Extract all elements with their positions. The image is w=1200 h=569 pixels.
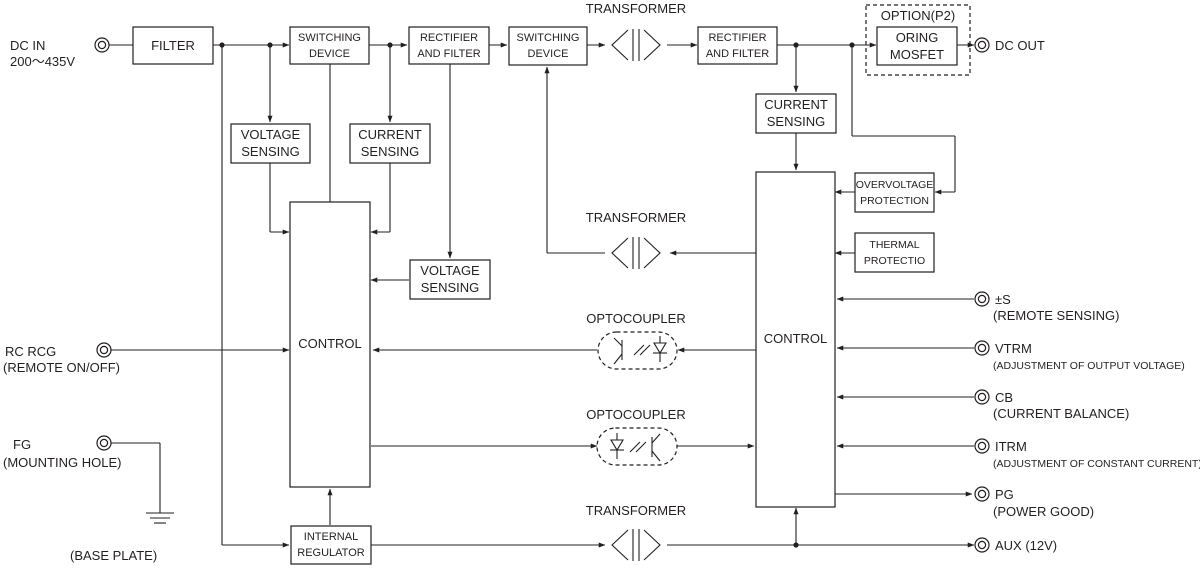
control-primary-block: CONTROL bbox=[289, 201, 371, 488]
dc-out-terminal: DC OUT bbox=[974, 37, 1045, 53]
vtrm-terminal: VTRM (ADJUSTMENT OF OUTPUT VOLTAGE) bbox=[974, 340, 1185, 372]
svg-text:(ADJUSTMENT OF OUTPUT VOLTAGE): (ADJUSTMENT OF OUTPUT VOLTAGE) bbox=[993, 360, 1185, 372]
transformer-bottom-symbol: TRANSFORMER bbox=[586, 503, 686, 561]
svg-text:(POWER GOOD): (POWER GOOD) bbox=[993, 504, 1094, 519]
switching-device-secondary-block: SWITCHING DEVICE bbox=[508, 26, 588, 66]
svg-text:200～435V: 200～435V bbox=[10, 54, 75, 69]
svg-text:SWITCHING: SWITCHING bbox=[517, 32, 580, 44]
svg-text:RC RCG: RC RCG bbox=[5, 344, 56, 359]
svg-text:ITRM: ITRM bbox=[995, 439, 1027, 454]
svg-text:(CURRENT BALANCE): (CURRENT BALANCE) bbox=[993, 406, 1129, 421]
thermal-protection-block: THERMAL PROTECTIO bbox=[854, 232, 935, 273]
ground-symbol: (BASE PLATE) bbox=[70, 548, 157, 563]
transformer-mid-symbol: TRANSFORMER bbox=[586, 210, 686, 269]
svg-text:DEVICE: DEVICE bbox=[309, 48, 350, 60]
optocoupler-2-symbol: OPTOCOUPLER bbox=[586, 407, 686, 466]
transformer-bottom-label: TRANSFORMER bbox=[586, 503, 686, 518]
optocoupler-2-label: OPTOCOUPLER bbox=[586, 407, 685, 422]
optocoupler-1-label: OPTOCOUPLER bbox=[586, 311, 685, 326]
svg-text:(REMOTE ON/OFF): (REMOTE ON/OFF) bbox=[3, 360, 120, 375]
wiring bbox=[109, 42, 975, 548]
itrm-terminal: ITRM (ADJUSTMENT OF CONSTANT CURRENT) bbox=[974, 438, 1200, 470]
svg-text:SENSING: SENSING bbox=[241, 144, 300, 159]
current-sensing-block-2: CURRENT SENSING bbox=[755, 93, 837, 134]
cb-terminal: CB (CURRENT BALANCE) bbox=[974, 389, 1129, 421]
rc-remote-terminal: RC RCG (REMOTE ON/OFF) bbox=[3, 342, 120, 375]
voltage-sensing-block-2: VOLTAGE SENSING bbox=[409, 259, 491, 300]
transformer-top-symbol: TRANSFORMER bbox=[586, 1, 686, 61]
svg-text:VOLTAGE: VOLTAGE bbox=[241, 127, 301, 142]
svg-text:OPTION(P2): OPTION(P2) bbox=[881, 8, 955, 23]
overvoltage-protection-block: OVERVOLTAGE PROTECTION bbox=[854, 172, 935, 213]
optocoupler-1-symbol: OPTOCOUPLER bbox=[586, 311, 686, 370]
base-plate-label: (BASE PLATE) bbox=[70, 548, 157, 563]
svg-text:DC OUT: DC OUT bbox=[995, 38, 1045, 53]
control-secondary-block: CONTROL bbox=[755, 171, 836, 508]
rectifier-filter-secondary-block: RECTIFIER AND FILTER bbox=[697, 26, 778, 65]
svg-text:MOSFET: MOSFET bbox=[890, 47, 944, 62]
svg-text:(MOUNTING HOLE): (MOUNTING HOLE) bbox=[3, 455, 121, 470]
filter-block: FILTER bbox=[132, 26, 214, 65]
remote-sensing-terminal: ±S (REMOTE SENSING) bbox=[974, 291, 1119, 323]
svg-text:DEVICE: DEVICE bbox=[528, 48, 569, 60]
svg-text:(ADJUSTMENT OF CONSTANT CURREN: (ADJUSTMENT OF CONSTANT CURRENT) bbox=[993, 458, 1200, 470]
svg-text:ORING: ORING bbox=[896, 30, 939, 45]
svg-text:AUX (12V): AUX (12V) bbox=[995, 538, 1057, 553]
svg-text:FILTER: FILTER bbox=[151, 38, 195, 53]
svg-text:VOLTAGE: VOLTAGE bbox=[420, 263, 480, 278]
svg-text:(REMOTE SENSING): (REMOTE SENSING) bbox=[993, 308, 1119, 323]
voltage-sensing-block-1: VOLTAGE SENSING bbox=[230, 123, 311, 164]
svg-text:OVERVOLTAGE: OVERVOLTAGE bbox=[856, 179, 934, 191]
svg-text:PG: PG bbox=[995, 487, 1014, 502]
svg-text:PROTECTIO: PROTECTIO bbox=[864, 255, 925, 267]
svg-text:RECTIFIER: RECTIFIER bbox=[420, 32, 478, 44]
internal-regulator-block: INTERNAL REGULATOR bbox=[290, 525, 372, 565]
svg-text:AND FILTER: AND FILTER bbox=[706, 48, 769, 60]
svg-text:FG: FG bbox=[13, 437, 31, 452]
svg-text:REGULATOR: REGULATOR bbox=[297, 547, 364, 559]
svg-text:THERMAL: THERMAL bbox=[869, 239, 919, 251]
svg-text:INTERNAL: INTERNAL bbox=[304, 531, 358, 543]
oring-mosfet-block: ORING MOSFET bbox=[876, 26, 958, 66]
svg-text:CONTROL: CONTROL bbox=[764, 331, 828, 346]
svg-text:CURRENT: CURRENT bbox=[764, 97, 828, 112]
option-p2-group: OPTION(P2) bbox=[865, 4, 971, 76]
svg-text:CONTROL: CONTROL bbox=[298, 336, 362, 351]
svg-text:SENSING: SENSING bbox=[361, 144, 420, 159]
svg-text:DC IN: DC IN bbox=[10, 38, 45, 53]
aux-terminal: AUX (12V) bbox=[974, 537, 1057, 553]
svg-text:SENSING: SENSING bbox=[421, 280, 480, 295]
svg-text:RECTIFIER: RECTIFIER bbox=[708, 32, 766, 44]
svg-text:VTRM: VTRM bbox=[995, 341, 1032, 356]
svg-text:SENSING: SENSING bbox=[767, 114, 826, 129]
svg-text:SWITCHING: SWITCHING bbox=[298, 32, 361, 44]
pg-terminal: PG (POWER GOOD) bbox=[974, 486, 1094, 519]
svg-text:AND FILTER: AND FILTER bbox=[417, 48, 480, 60]
transformer-mid-label: TRANSFORMER bbox=[586, 210, 686, 225]
svg-text:CB: CB bbox=[995, 390, 1013, 405]
svg-text:CURRENT: CURRENT bbox=[358, 127, 422, 142]
fg-terminal: FG (MOUNTING HOLE) bbox=[3, 435, 121, 470]
svg-text:±S: ±S bbox=[995, 292, 1011, 307]
rectifier-filter-primary-block: RECTIFIER AND FILTER bbox=[408, 26, 490, 65]
current-sensing-block-1: CURRENT SENSING bbox=[349, 123, 431, 164]
dc-in-terminal: DC IN 200～435V bbox=[10, 37, 110, 69]
transformer-top-label: TRANSFORMER bbox=[586, 1, 686, 16]
junction-dots bbox=[219, 42, 855, 548]
switching-device-primary-block: SWITCHING DEVICE bbox=[289, 26, 370, 65]
svg-text:PROTECTION: PROTECTION bbox=[860, 195, 929, 207]
